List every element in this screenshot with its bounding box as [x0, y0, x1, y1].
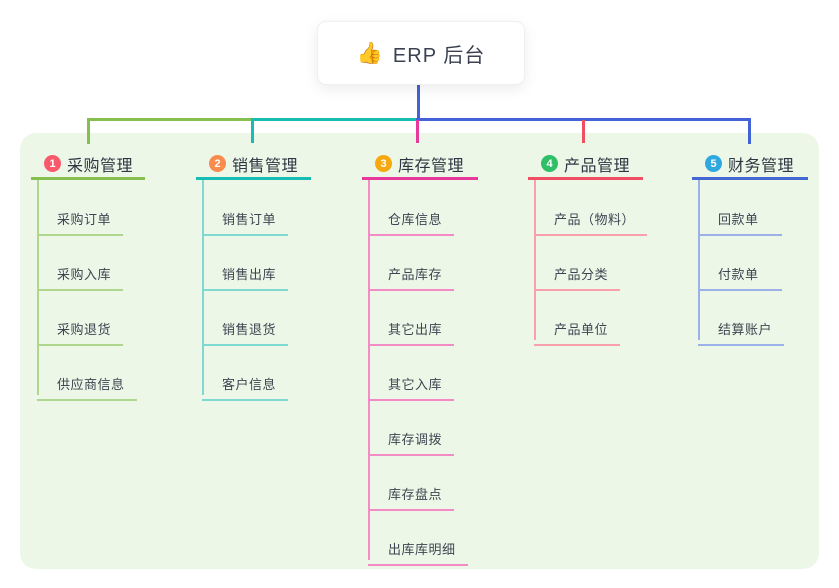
branch-trunk-line [37, 180, 39, 395]
root-title: ERP 后台 [392, 44, 486, 67]
child-node[interactable]: 仓库信息 [368, 202, 455, 236]
root-connector-line [417, 82, 420, 121]
branch-drop-line-1 [87, 118, 90, 144]
child-node[interactable]: 付款单 [698, 257, 782, 291]
branch-title: 产品管理 [564, 157, 631, 175]
branch-node-5[interactable]: 5 财务管理 [692, 150, 808, 180]
child-node[interactable]: 产品（物料） [534, 202, 648, 236]
branch-trunk-line [368, 180, 370, 560]
child-title: 仓库信息 [388, 212, 443, 227]
child-node[interactable]: 销售订单 [202, 202, 289, 236]
child-title: 回款单 [718, 212, 759, 227]
child-title: 产品单位 [554, 322, 609, 337]
branch-drop-line-5 [748, 118, 751, 144]
child-node[interactable]: 采购入库 [37, 257, 124, 291]
branch-node-4[interactable]: 4 产品管理 [528, 150, 643, 180]
child-title: 供应商信息 [57, 377, 125, 392]
branch-drop-line-4 [582, 120, 585, 143]
child-node[interactable]: 销售退货 [202, 312, 289, 346]
child-node[interactable]: 产品单位 [534, 312, 621, 346]
branch-drop-line-2 [251, 120, 254, 143]
child-title: 销售出库 [222, 267, 277, 282]
child-title: 出库库明细 [388, 542, 456, 557]
child-node[interactable]: 出库库明细 [368, 532, 468, 566]
child-title: 产品分类 [554, 267, 609, 282]
child-title: 其它出库 [388, 322, 443, 337]
child-node[interactable]: 供应商信息 [37, 367, 137, 401]
child-title: 库存调拨 [388, 432, 443, 447]
branch-trunk-line [202, 180, 204, 395]
branch-number-badge: 5 [705, 155, 722, 172]
child-node[interactable]: 销售出库 [202, 257, 289, 291]
child-title: 库存盘点 [388, 487, 443, 502]
child-node[interactable]: 采购退货 [37, 312, 124, 346]
child-title: 其它入库 [388, 377, 443, 392]
child-node[interactable]: 客户信息 [202, 367, 289, 401]
branch-node-2[interactable]: 2 销售管理 [196, 150, 311, 180]
child-node[interactable]: 其它出库 [368, 312, 455, 346]
branch-title: 财务管理 [728, 157, 795, 175]
child-title: 采购入库 [57, 267, 112, 282]
branch-node-1[interactable]: 1 采购管理 [31, 150, 145, 180]
child-title: 销售退货 [222, 322, 277, 337]
child-node[interactable]: 产品分类 [534, 257, 621, 291]
thumbs-up-icon: 👍 [356, 41, 383, 65]
branch-title: 销售管理 [232, 157, 299, 175]
child-title: 结算账户 [718, 322, 773, 337]
child-title: 采购订单 [57, 212, 112, 227]
branch-number-badge: 1 [44, 155, 61, 172]
child-node[interactable]: 库存调拨 [368, 422, 455, 456]
child-node[interactable]: 产品库存 [368, 257, 455, 291]
child-title: 销售订单 [222, 212, 277, 227]
child-title: 产品（物料） [554, 212, 636, 227]
child-node[interactable]: 其它入库 [368, 367, 455, 401]
child-node[interactable]: 采购订单 [37, 202, 124, 236]
bus-segment-teal [251, 118, 419, 121]
child-title: 付款单 [718, 267, 759, 282]
branch-title: 采购管理 [67, 157, 134, 175]
bus-segment-blue [416, 118, 751, 121]
branch-title: 库存管理 [398, 157, 465, 175]
child-title: 采购退货 [57, 322, 112, 337]
branches-panel [20, 133, 819, 569]
child-title: 客户信息 [222, 377, 277, 392]
branch-node-3[interactable]: 3 库存管理 [362, 150, 478, 180]
branch-trunk-line [698, 180, 700, 340]
root-node[interactable]: 👍 ERP 后台 [317, 21, 525, 85]
child-node[interactable]: 库存盘点 [368, 477, 455, 511]
branch-number-badge: 2 [209, 155, 226, 172]
child-node[interactable]: 结算账户 [698, 312, 785, 346]
branch-number-badge: 3 [375, 155, 392, 172]
child-title: 产品库存 [388, 267, 443, 282]
child-node[interactable]: 回款单 [698, 202, 782, 236]
bus-segment-green [87, 118, 254, 121]
branch-drop-line-3 [416, 120, 419, 143]
branch-trunk-line [534, 180, 536, 340]
branch-number-badge: 4 [541, 155, 558, 172]
